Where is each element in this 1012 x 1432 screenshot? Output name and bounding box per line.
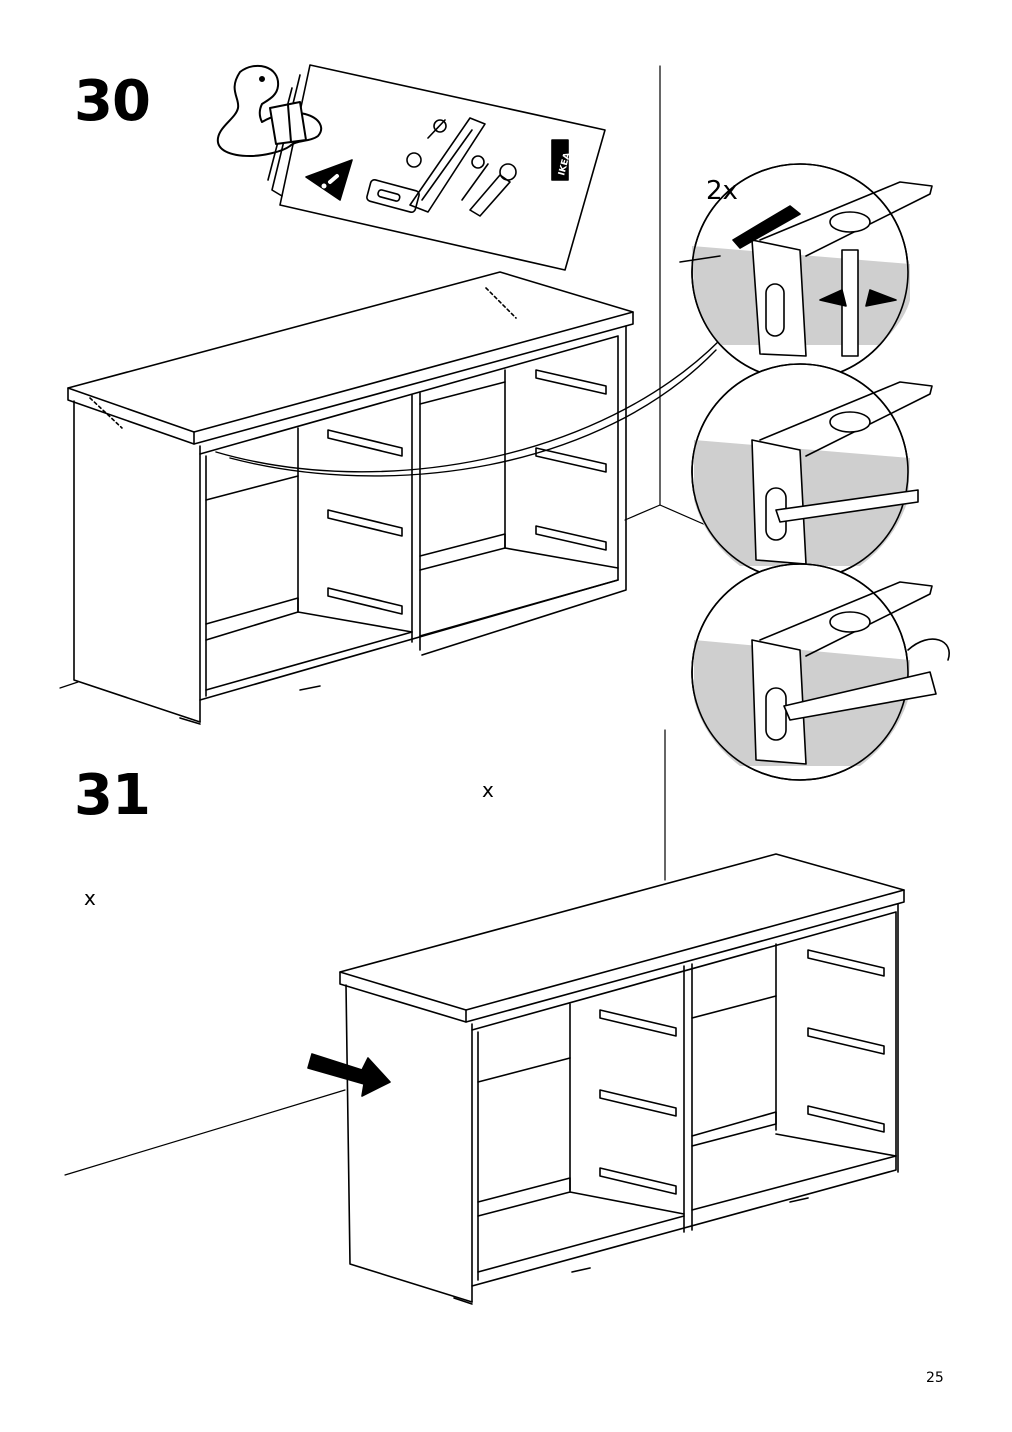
callout-multiplier: 2x	[706, 176, 738, 206]
marker-b: x	[84, 886, 96, 910]
detail-circle-3	[691, 563, 950, 781]
detail-circle-2	[691, 363, 933, 581]
reading-person-icon	[216, 64, 323, 157]
instruction-booklet-icon: IKEA	[267, 64, 606, 271]
warning-triangle-icon	[305, 159, 353, 201]
dresser-step-31	[339, 853, 905, 1305]
step-number-30: 30	[74, 69, 151, 134]
marker-a: x	[482, 778, 494, 802]
push-arrow-icon	[307, 1053, 391, 1097]
page-number: 25	[926, 1370, 944, 1386]
detail-circle-1	[679, 163, 933, 381]
dresser-step-30	[67, 271, 721, 725]
step-number-31: 31	[74, 763, 151, 828]
wall-corner-lines	[59, 65, 741, 1176]
